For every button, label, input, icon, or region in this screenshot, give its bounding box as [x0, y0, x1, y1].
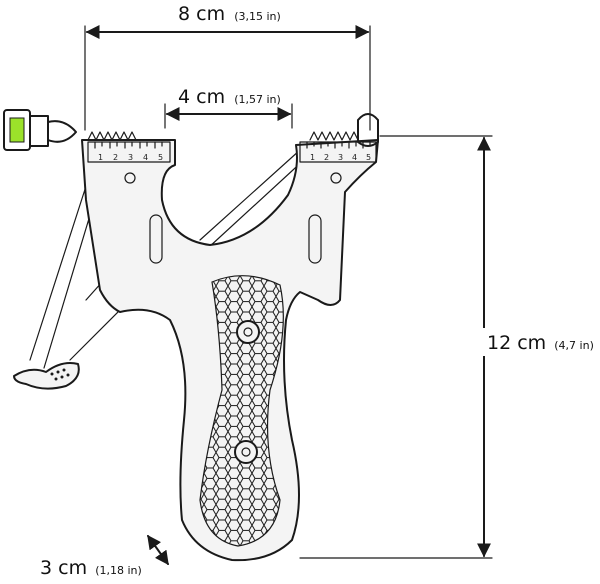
dimension-width-top: 8 cm (3,15 in) [84, 3, 371, 131]
band-clamp-right [357, 113, 379, 147]
slot-right [308, 214, 322, 264]
gap-sub: (1,57 in) [234, 93, 281, 106]
height-sub: (4,7 in) [554, 339, 594, 352]
ruler-right-4: 4 [352, 153, 357, 162]
screw-lower [234, 440, 258, 464]
ruler-left-3: 3 [128, 153, 133, 162]
height-label-backing [480, 328, 600, 356]
width-sub: (3,15 in) [234, 10, 281, 23]
dimension-arrow-thickness [147, 534, 169, 566]
screw-upper [236, 320, 260, 344]
ruler-right-2: 2 [324, 153, 329, 162]
ruler-right-1: 1 [310, 153, 315, 162]
pin-right [330, 172, 342, 184]
ruler-right: 1 2 3 4 5 [299, 141, 377, 163]
level-indicator-icon [9, 117, 25, 143]
dimension-height: 12 cm (4,7 in) [299, 135, 600, 559]
pin-left [124, 172, 136, 184]
ruler-right-3: 3 [338, 153, 343, 162]
elastic-band-right [199, 149, 307, 249]
gap-label: 4 cm (1,57 in) [178, 86, 281, 108]
ruler-left-2: 2 [113, 153, 118, 162]
dimension-thickness: 3 cm (1,18 in) [40, 534, 169, 579]
ruler-left-1: 1 [98, 153, 103, 162]
ruler-left: 1 2 3 4 5 [87, 141, 171, 163]
height-label: 12 cm (4,7 in) [487, 332, 594, 354]
band-clamp-left [3, 109, 77, 151]
width-label: 8 cm (3,15 in) [178, 3, 281, 25]
handle-grip-pattern [199, 275, 284, 547]
ruler-right-5: 5 [366, 153, 371, 162]
ruler-left-4: 4 [143, 153, 148, 162]
thickness-label: 3 cm (1,18 in) [40, 557, 142, 579]
width-main: 8 cm [178, 3, 225, 25]
slot-left [149, 214, 163, 264]
gap-main: 4 cm [178, 86, 225, 108]
thickness-sub: (1,18 in) [95, 564, 142, 577]
slingshot: 1 2 3 4 5 1 2 3 4 5 [3, 109, 379, 562]
height-main: 12 cm [487, 332, 546, 354]
ruler-left-5: 5 [158, 153, 163, 162]
dimension-fork-gap: 4 cm (1,57 in) [164, 86, 293, 129]
grip-teeth-right [309, 131, 359, 141]
pouch [13, 362, 80, 390]
thickness-main: 3 cm [40, 557, 87, 579]
grip-teeth-left [87, 131, 137, 141]
